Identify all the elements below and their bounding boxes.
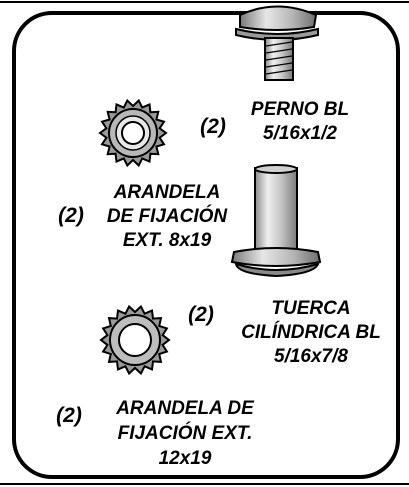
quantity-perno: (2) xyxy=(58,204,84,227)
quantity-arandela-8x19: (2) xyxy=(200,115,226,138)
part-label-perno-line-2: 5/16x1/2 xyxy=(263,123,337,144)
part-label-tuerca-line-2: CILÍNDRICA BL xyxy=(241,321,381,343)
quantity-tuerca: (2) xyxy=(188,303,214,326)
part-label-arandela-8x19-line-3: EXT. 8x19 xyxy=(123,230,212,251)
lock-washer-8x19-icon xyxy=(98,98,168,168)
part-label-arandela-8x19-line-2: DE FIJACIÓN xyxy=(107,205,229,227)
lock-washer-12x19-icon xyxy=(99,304,171,376)
part-label-arandela-12x19-line-2: FIJACIÓN EXT. xyxy=(118,422,253,444)
part-label-arandela-8x19-line-1: ARANDELA xyxy=(113,182,221,203)
part-label-tuerca-line-1: TUERCA xyxy=(271,298,350,319)
part-label-perno-line-1: PERNO BL xyxy=(251,99,349,120)
quantity-arandela-12x19: (2) xyxy=(56,404,82,427)
part-label-arandela-12x19-line-3: 12x19 xyxy=(159,448,212,469)
part-label-arandela-12x19-line-1: ARANDELA DE xyxy=(115,398,255,419)
barrel-nut-icon xyxy=(230,164,322,278)
carriage-bolt-icon xyxy=(235,5,319,81)
part-label-tuerca-line-3: 5/16x7/8 xyxy=(274,346,348,367)
